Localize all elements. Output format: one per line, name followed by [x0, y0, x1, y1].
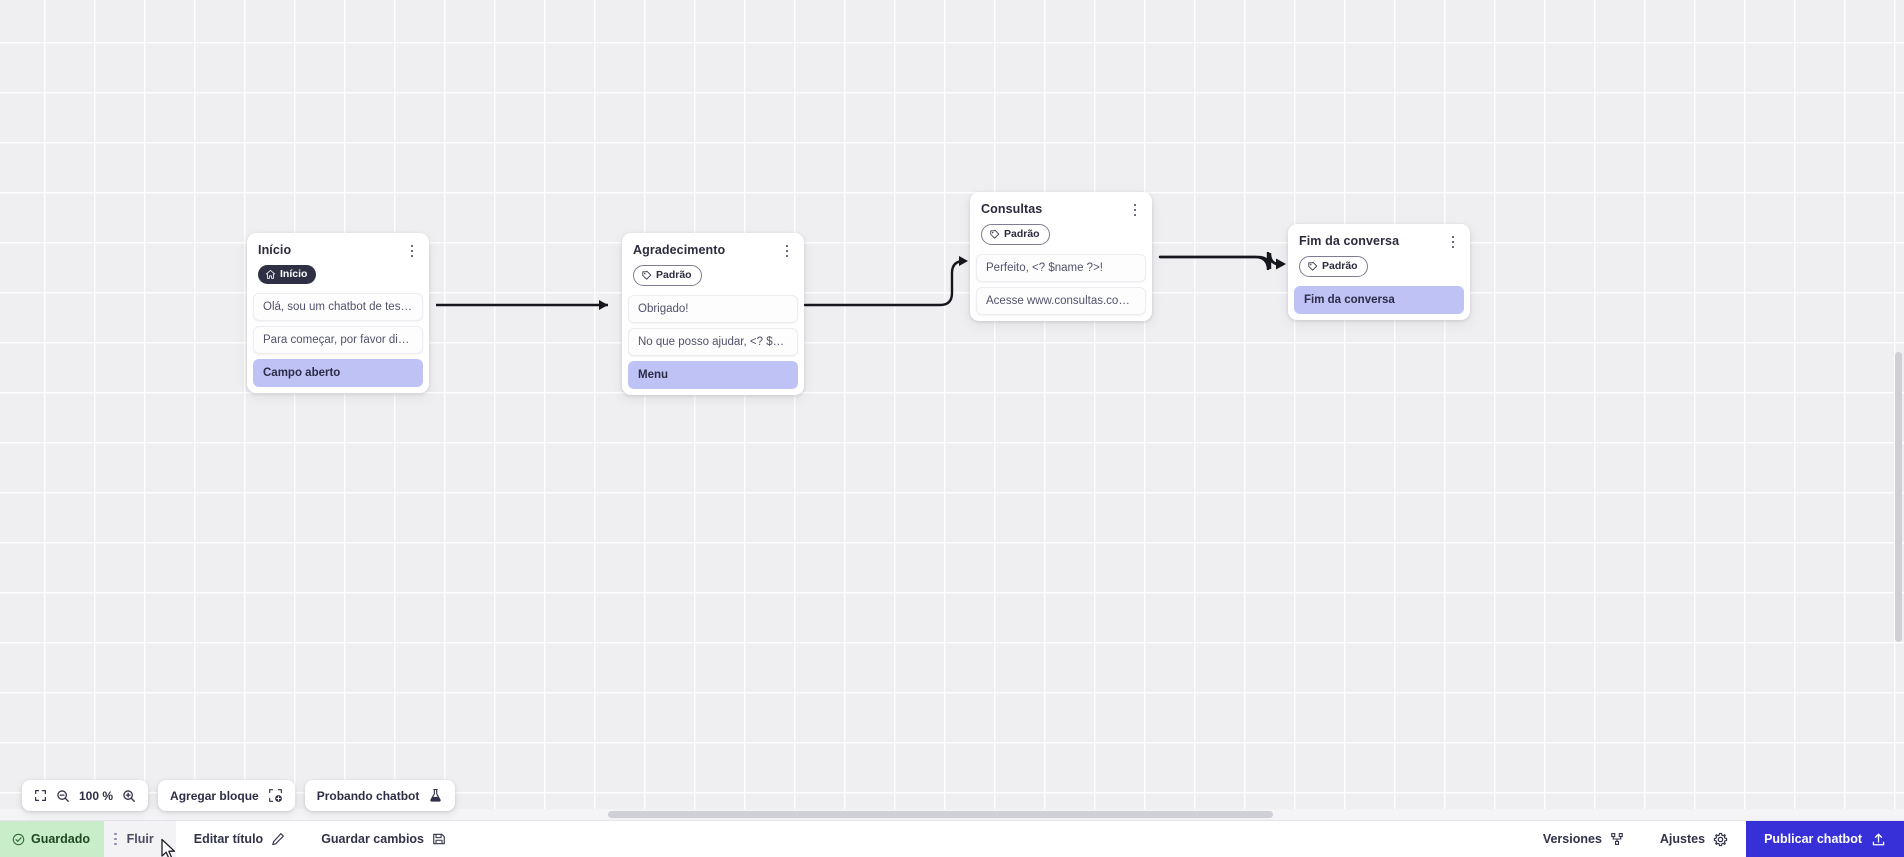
add-block-label: Agregar bloque [170, 788, 259, 803]
node-message[interactable]: No que posso ajudar, <? $name ... [628, 328, 798, 356]
canvas-toolbar: 100 % Agregar bloque Probando chatbot [22, 780, 456, 811]
edit-title-label: Editar título [193, 832, 264, 846]
node-action[interactable]: Menu [628, 361, 798, 389]
arrowhead-fim [1276, 258, 1286, 270]
status-bar-spacer [464, 821, 1525, 857]
node-badge-label: Padrão [1004, 228, 1040, 241]
add-block-button[interactable]: Agregar bloque [158, 780, 295, 811]
kebab-icon[interactable] [114, 832, 117, 846]
pencil-icon [272, 833, 285, 846]
floppy-icon [433, 833, 445, 845]
node-menu-icon[interactable] [779, 242, 795, 260]
node-badge-row: Início [258, 265, 418, 284]
flow-canvas[interactable]: Início Início Olá, sou um chatbot de tes… [0, 0, 1904, 820]
node-badge-padrao[interactable]: Padrão [981, 224, 1050, 245]
node-menu-icon[interactable] [404, 242, 420, 260]
branch-icon [1611, 833, 1623, 845]
status-bar: Guardado Fluir Editar título Guardar cam… [0, 820, 1904, 857]
flow-connectors [436, 251, 1286, 310]
node-message[interactable]: Obrigado! [628, 295, 798, 323]
saved-status-badge: Guardado [0, 821, 105, 857]
node-title: Consultas [981, 202, 1043, 216]
tag-icon [642, 270, 652, 280]
publish-chatbot-label: Publicar chatbot [1764, 832, 1862, 846]
node-action[interactable]: Fim da conversa [1294, 286, 1464, 314]
tag-icon [990, 229, 1000, 239]
node-badge-row: Padrão [633, 265, 793, 286]
versions-button[interactable]: Versiones [1525, 821, 1642, 857]
arrowhead-agradecimento [599, 300, 608, 310]
flow-node-consultas[interactable]: Consultas Padrão Perfeito, <? $name ?>! … [970, 192, 1152, 321]
saved-status-label: Guardado [31, 832, 91, 846]
add-block-icon [268, 788, 283, 803]
node-message[interactable]: Perfeito, <? $name ?>! [976, 254, 1146, 282]
node-badge-row: Padrão [1299, 256, 1459, 277]
node-body: Obrigado! No que posso ajudar, <? $name … [622, 295, 804, 389]
node-badge-padrao[interactable]: Padrão [1299, 256, 1368, 277]
flask-icon [428, 788, 443, 803]
node-badge-row: Padrão [981, 224, 1141, 245]
node-menu-icon[interactable] [1127, 201, 1143, 219]
fit-screen-icon[interactable] [34, 789, 47, 802]
settings-button[interactable]: Ajustes [1642, 821, 1746, 857]
flow-node-inicio[interactable]: Início Início Olá, sou um chatbot de tes… [247, 233, 429, 393]
versions-label: Versiones [1542, 832, 1602, 846]
test-chatbot-label: Probando chatbot [316, 788, 420, 803]
node-title: Agradecimento [633, 243, 726, 257]
gear-icon [1713, 832, 1728, 846]
upload-icon [1872, 833, 1885, 845]
canvas-horizontal-scrollbar-thumb[interactable] [608, 811, 1273, 818]
node-title: Início [258, 243, 292, 257]
canvas-horizontal-scrollbar[interactable] [0, 809, 1904, 820]
save-changes-button[interactable]: Guardar cambios [303, 821, 464, 857]
check-circle-icon [12, 833, 25, 845]
zoom-controls: 100 % [22, 780, 149, 811]
node-body: Fim da conversa [1288, 286, 1470, 314]
node-body: Perfeito, <? $name ?>! Acesse www.consul… [970, 254, 1152, 315]
node-header: Fim da conversa Padrão [1288, 224, 1470, 286]
canvas-vertical-scrollbar-thumb[interactable] [1895, 352, 1902, 642]
tab-fluir-label: Fluir [126, 832, 154, 846]
edge-agradecimento-consultas [803, 259, 966, 307]
node-menu-icon[interactable] [1445, 233, 1461, 251]
edge-consultas-fim [1158, 251, 1283, 271]
test-chatbot-button[interactable]: Probando chatbot [304, 780, 456, 811]
flow-node-agradecimento[interactable]: Agradecimento Padrão Obrigado! No que po… [622, 233, 804, 395]
flow-node-fim-da-conversa[interactable]: Fim da conversa Padrão Fim da conversa [1288, 224, 1470, 320]
save-changes-label: Guardar cambios [321, 832, 425, 846]
node-title: Fim da conversa [1299, 234, 1400, 248]
node-header: Início Início [247, 233, 429, 293]
tab-fluir[interactable]: Fluir [104, 821, 176, 857]
zoom-out-icon[interactable] [56, 789, 70, 803]
publish-chatbot-button[interactable]: Publicar chatbot [1746, 821, 1904, 857]
node-badge-label: Padrão [656, 269, 692, 282]
node-badge-label: Padrão [1322, 260, 1358, 273]
node-message[interactable]: Acesse www.consultas.com par... [976, 287, 1146, 315]
node-header: Agradecimento Padrão [622, 233, 804, 295]
edit-title-button[interactable]: Editar título [176, 821, 303, 857]
zoom-level-label: 100 % [79, 788, 114, 803]
node-badge-label: Início [280, 268, 308, 281]
arrowhead-consultas [959, 256, 968, 266]
settings-label: Ajustes [1659, 832, 1706, 846]
node-body: Olá, sou um chatbot de teste! Para começ… [247, 293, 429, 387]
tag-icon [1308, 261, 1318, 271]
edge-consultas-fim-a [1158, 252, 1284, 270]
node-message[interactable]: Para começar, por favor digite o ... [253, 326, 423, 354]
node-badge-inicio[interactable]: Início [258, 265, 317, 284]
node-badge-padrao[interactable]: Padrão [633, 265, 702, 286]
canvas-vertical-scrollbar[interactable] [1893, 0, 1904, 800]
home-icon [265, 269, 276, 279]
node-message[interactable]: Olá, sou um chatbot de teste! [253, 293, 423, 321]
node-action[interactable]: Campo aberto [253, 359, 423, 387]
zoom-in-icon[interactable] [122, 789, 136, 803]
node-header: Consultas Padrão [970, 192, 1152, 254]
